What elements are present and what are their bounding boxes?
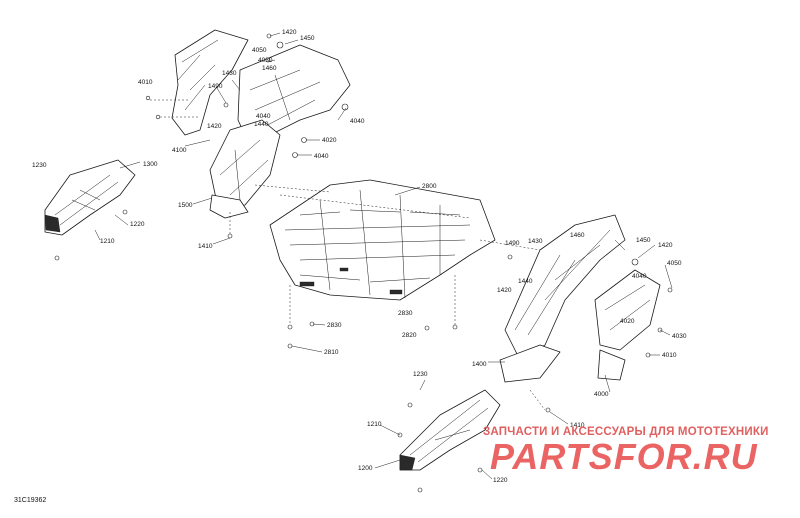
callout-4010: 4010: [138, 79, 153, 86]
callout-1450b: 1450: [636, 237, 651, 244]
right-side-panel: [499, 214, 661, 383]
callout-1460b: 1460: [570, 232, 585, 239]
callout-1210: 1210: [100, 238, 115, 245]
callout-2830: 2830: [327, 322, 342, 329]
callout-1490: 1490: [208, 83, 223, 90]
watermark-tagline: ЗАПЧАСТИ И АКСЕССУАРЫ ДЛЯ МОТОТЕХНИКИ: [483, 426, 769, 438]
callout-labels: 1420 1450 4050 4030 1460 1430 1490 4010 …: [32, 29, 687, 484]
callout-4040c: 4040: [632, 273, 647, 280]
callout-1420c: 1420: [658, 242, 673, 249]
fasteners: [54, 33, 673, 493]
callout-1230b: 1230: [413, 371, 428, 378]
assembly-lines: [150, 99, 546, 411]
callout-2810: 2810: [324, 349, 339, 356]
callout-1420d: 1420: [497, 287, 512, 294]
callout-1420b: 1420: [207, 123, 222, 130]
callout-1430: 1430: [222, 70, 237, 77]
watermark-logo: PARTSFOR.RU: [490, 436, 758, 477]
callout-4000: 4000: [594, 391, 609, 398]
callout-1410b: 1410: [570, 422, 585, 429]
callout-4040d: 4040: [256, 113, 271, 120]
left-upper-panel: [171, 29, 351, 219]
callout-1220b: 1220: [493, 477, 508, 484]
callout-1430b: 1430: [528, 238, 543, 245]
callout-4030b: 4030: [672, 333, 687, 340]
right-footwell-panel: [399, 389, 501, 471]
callout-1500: 1500: [178, 202, 193, 209]
leader-lines: [94, 32, 673, 480]
callout-4020: 4020: [322, 137, 337, 144]
callout-4010b: 4010: [662, 352, 677, 359]
callout-1300: 1300: [143, 161, 158, 168]
left-footwell-panel: [44, 159, 136, 236]
callout-1440: 1440: [518, 278, 533, 285]
callout-1450: 1450: [300, 35, 315, 42]
callout-2830b: 2830: [398, 310, 413, 317]
callout-1490b: 1490: [505, 240, 520, 247]
callout-4030: 4030: [258, 57, 273, 64]
callout-4040b: 4040: [314, 153, 329, 160]
callout-2820: 2820: [402, 332, 417, 339]
callout-4050b: 4050: [667, 260, 682, 267]
center-floor-panel: [269, 179, 496, 301]
callout-1400: 1400: [472, 361, 487, 368]
callout-4040: 4040: [350, 118, 365, 125]
callout-1410: 1410: [198, 243, 213, 250]
callout-1420: 1420: [282, 29, 297, 36]
diagram-reference-code: 31C19362: [14, 497, 47, 504]
callout-1220: 1220: [130, 221, 145, 228]
callout-2800: 2800: [422, 183, 437, 190]
callout-1210b: 1210: [367, 421, 382, 428]
callout-4050: 4050: [252, 47, 267, 54]
callout-1230: 1230: [32, 162, 47, 169]
callout-1200: 1200: [358, 465, 373, 472]
callout-1460: 1460: [262, 65, 277, 72]
callout-1440b: 1440: [254, 121, 269, 128]
callout-4100: 4100: [172, 147, 187, 154]
callout-4020b: 4020: [620, 318, 635, 325]
